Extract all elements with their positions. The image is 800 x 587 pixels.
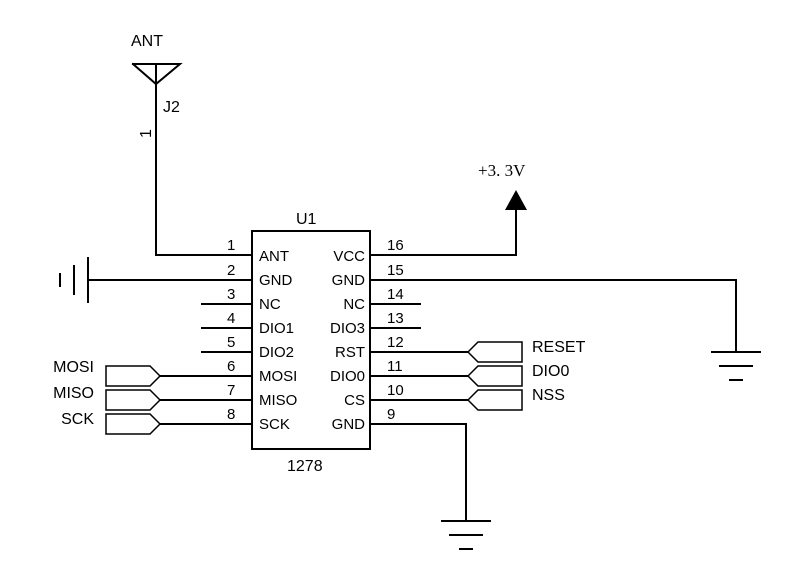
- right-pin-name: GND: [332, 416, 366, 433]
- right-ground-symbol: [369, 279, 761, 381]
- right-pin-number: 14: [387, 286, 404, 303]
- antenna-label: ANT: [131, 33, 163, 50]
- left-pin-name: MOSI: [259, 368, 297, 385]
- power-label: +3. 3V: [478, 161, 526, 180]
- left-pin-number: 4: [227, 310, 235, 327]
- left-pin-name: NC: [259, 296, 281, 313]
- bottom-ground-symbol: [369, 423, 491, 550]
- right-pin-name: RST: [335, 344, 365, 361]
- left-pin-number: 5: [227, 334, 235, 351]
- antenna-symbol: [131, 62, 253, 256]
- chip-ref: U1: [296, 211, 317, 228]
- port-label-dio0: DIO0: [532, 363, 569, 380]
- power-arrow-symbol: [369, 190, 527, 256]
- port-label-sck: SCK: [61, 411, 94, 428]
- right-pin-number: 15: [387, 262, 404, 279]
- chip-part-number: 1278: [287, 458, 323, 475]
- antenna-pin-number: 1: [138, 129, 155, 138]
- left-pin-number: 3: [227, 286, 235, 303]
- right-pin-name: CS: [344, 392, 365, 409]
- left-port-flags: [105, 365, 162, 435]
- right-pin-name: DIO3: [330, 320, 365, 337]
- right-pin-number: 13: [387, 310, 404, 327]
- right-pin-name: VCC: [333, 248, 365, 265]
- left-ground-symbol: [59, 257, 253, 303]
- left-pin-number: 1: [227, 237, 235, 254]
- left-pin-number: 7: [227, 382, 235, 399]
- left-pin-name: DIO1: [259, 320, 294, 337]
- right-pin-number: 10: [387, 382, 404, 399]
- right-pin-number: 9: [387, 406, 395, 423]
- right-pin-lines: [369, 303, 469, 401]
- port-label-nss: NSS: [532, 387, 565, 404]
- right-pin-name: NC: [343, 296, 365, 313]
- left-pin-number: 2: [227, 262, 235, 279]
- port-label-miso: MISO: [53, 385, 94, 402]
- right-pin-number: 12: [387, 334, 404, 351]
- right-pin-name: DIO0: [330, 368, 365, 385]
- left-pin-name: DIO2: [259, 344, 294, 361]
- right-pin-number: 16: [387, 237, 404, 254]
- left-pin-name: ANT: [259, 248, 289, 265]
- port-label-reset: RESET: [532, 339, 586, 356]
- port-label-mosi: MOSI: [53, 359, 94, 376]
- antenna-ref: J2: [163, 99, 180, 116]
- chip-body: [251, 230, 371, 450]
- left-pin-lines: [159, 303, 253, 425]
- left-pin-name: SCK: [259, 416, 290, 433]
- left-pin-name: GND: [259, 272, 293, 289]
- right-pin-number: 11: [387, 358, 403, 375]
- left-pin-name: MISO: [259, 392, 297, 409]
- right-pin-name: GND: [332, 272, 366, 289]
- right-port-flags: [466, 341, 523, 411]
- left-pin-number: 8: [227, 406, 235, 423]
- left-pin-number: 6: [227, 358, 235, 375]
